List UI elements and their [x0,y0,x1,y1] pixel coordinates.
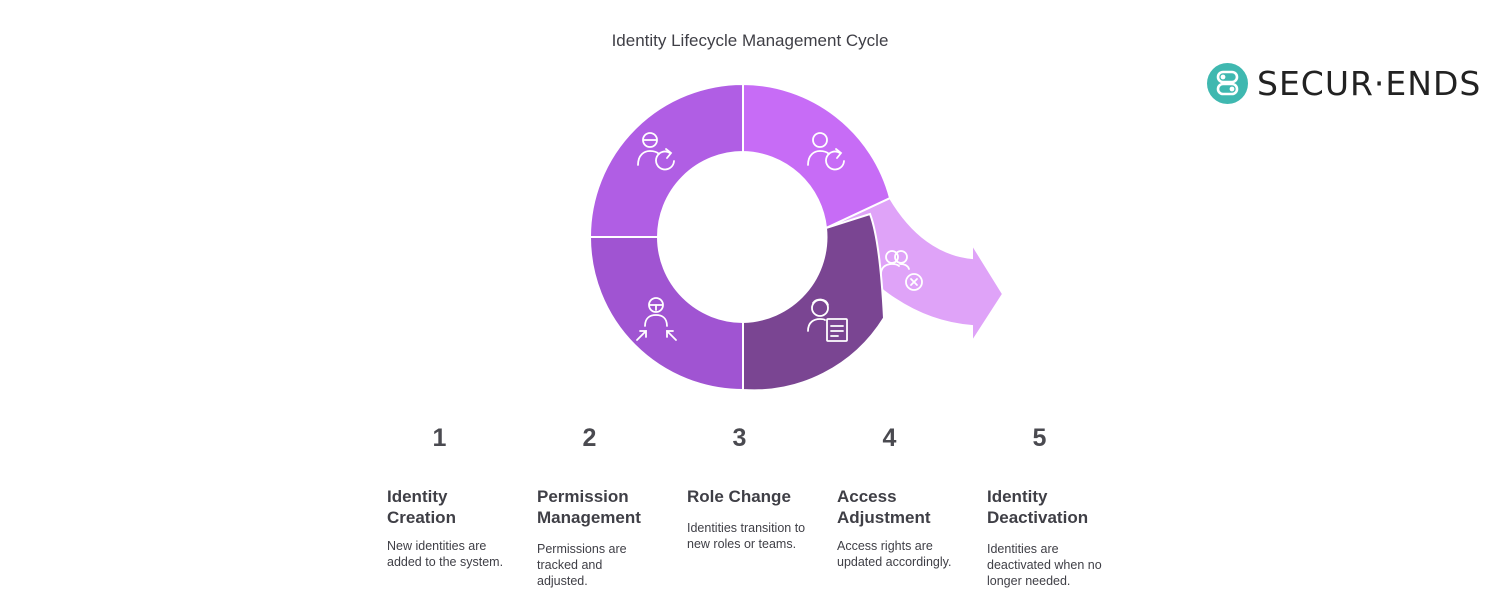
segment-identity-creation [588,82,744,238]
user-arrows-in-icon [636,297,677,341]
step-2: 2 Permission Management Permissions are … [537,424,677,589]
brand-name: SECUR·ENDS [1257,64,1482,103]
user-refresh-icon [807,132,845,171]
segment-role-change [742,82,892,230]
users-remove-icon [880,250,923,291]
step-description: Identities transition to new roles or te… [687,521,806,551]
step-description: Identities are deactivated when no longe… [987,542,1102,588]
step-title: Role Change [687,487,791,506]
page-title: Identity Lifecycle Management Cycle [611,31,889,50]
step-title: Access Adjustment [837,487,931,527]
segment-permission-management [588,236,744,392]
step-description: Access rights are updated accordingly. [837,539,952,569]
step-number: 4 [882,424,897,452]
step-1: 1 Identity Creation New identities are a… [387,424,527,570]
user-document-icon [807,298,848,342]
lifecycle-diagram [588,82,1005,392]
brand-badge-icon [1207,63,1248,104]
step-title: Identity Deactivation [987,487,1089,527]
step-number: 5 [1032,424,1047,452]
brand-logo: SECUR·ENDS [1207,62,1480,106]
user-refresh-icon [637,132,675,171]
step-number: 1 [432,424,447,452]
step-title: Identity Creation [387,487,456,527]
step-description: Permissions are tracked and adjusted. [537,542,627,588]
step-number: 3 [732,424,747,452]
step-4: 4 Access Adjustment Access rights are up… [837,424,977,570]
step-3: 3 Role Change Identities transition to n… [687,424,827,552]
step-title: Permission Management [537,487,641,527]
step-5: 5 Identity Deactivation Identities are d… [987,424,1127,589]
step-number: 2 [582,424,597,452]
step-description: New identities are added to the system. [387,539,504,569]
